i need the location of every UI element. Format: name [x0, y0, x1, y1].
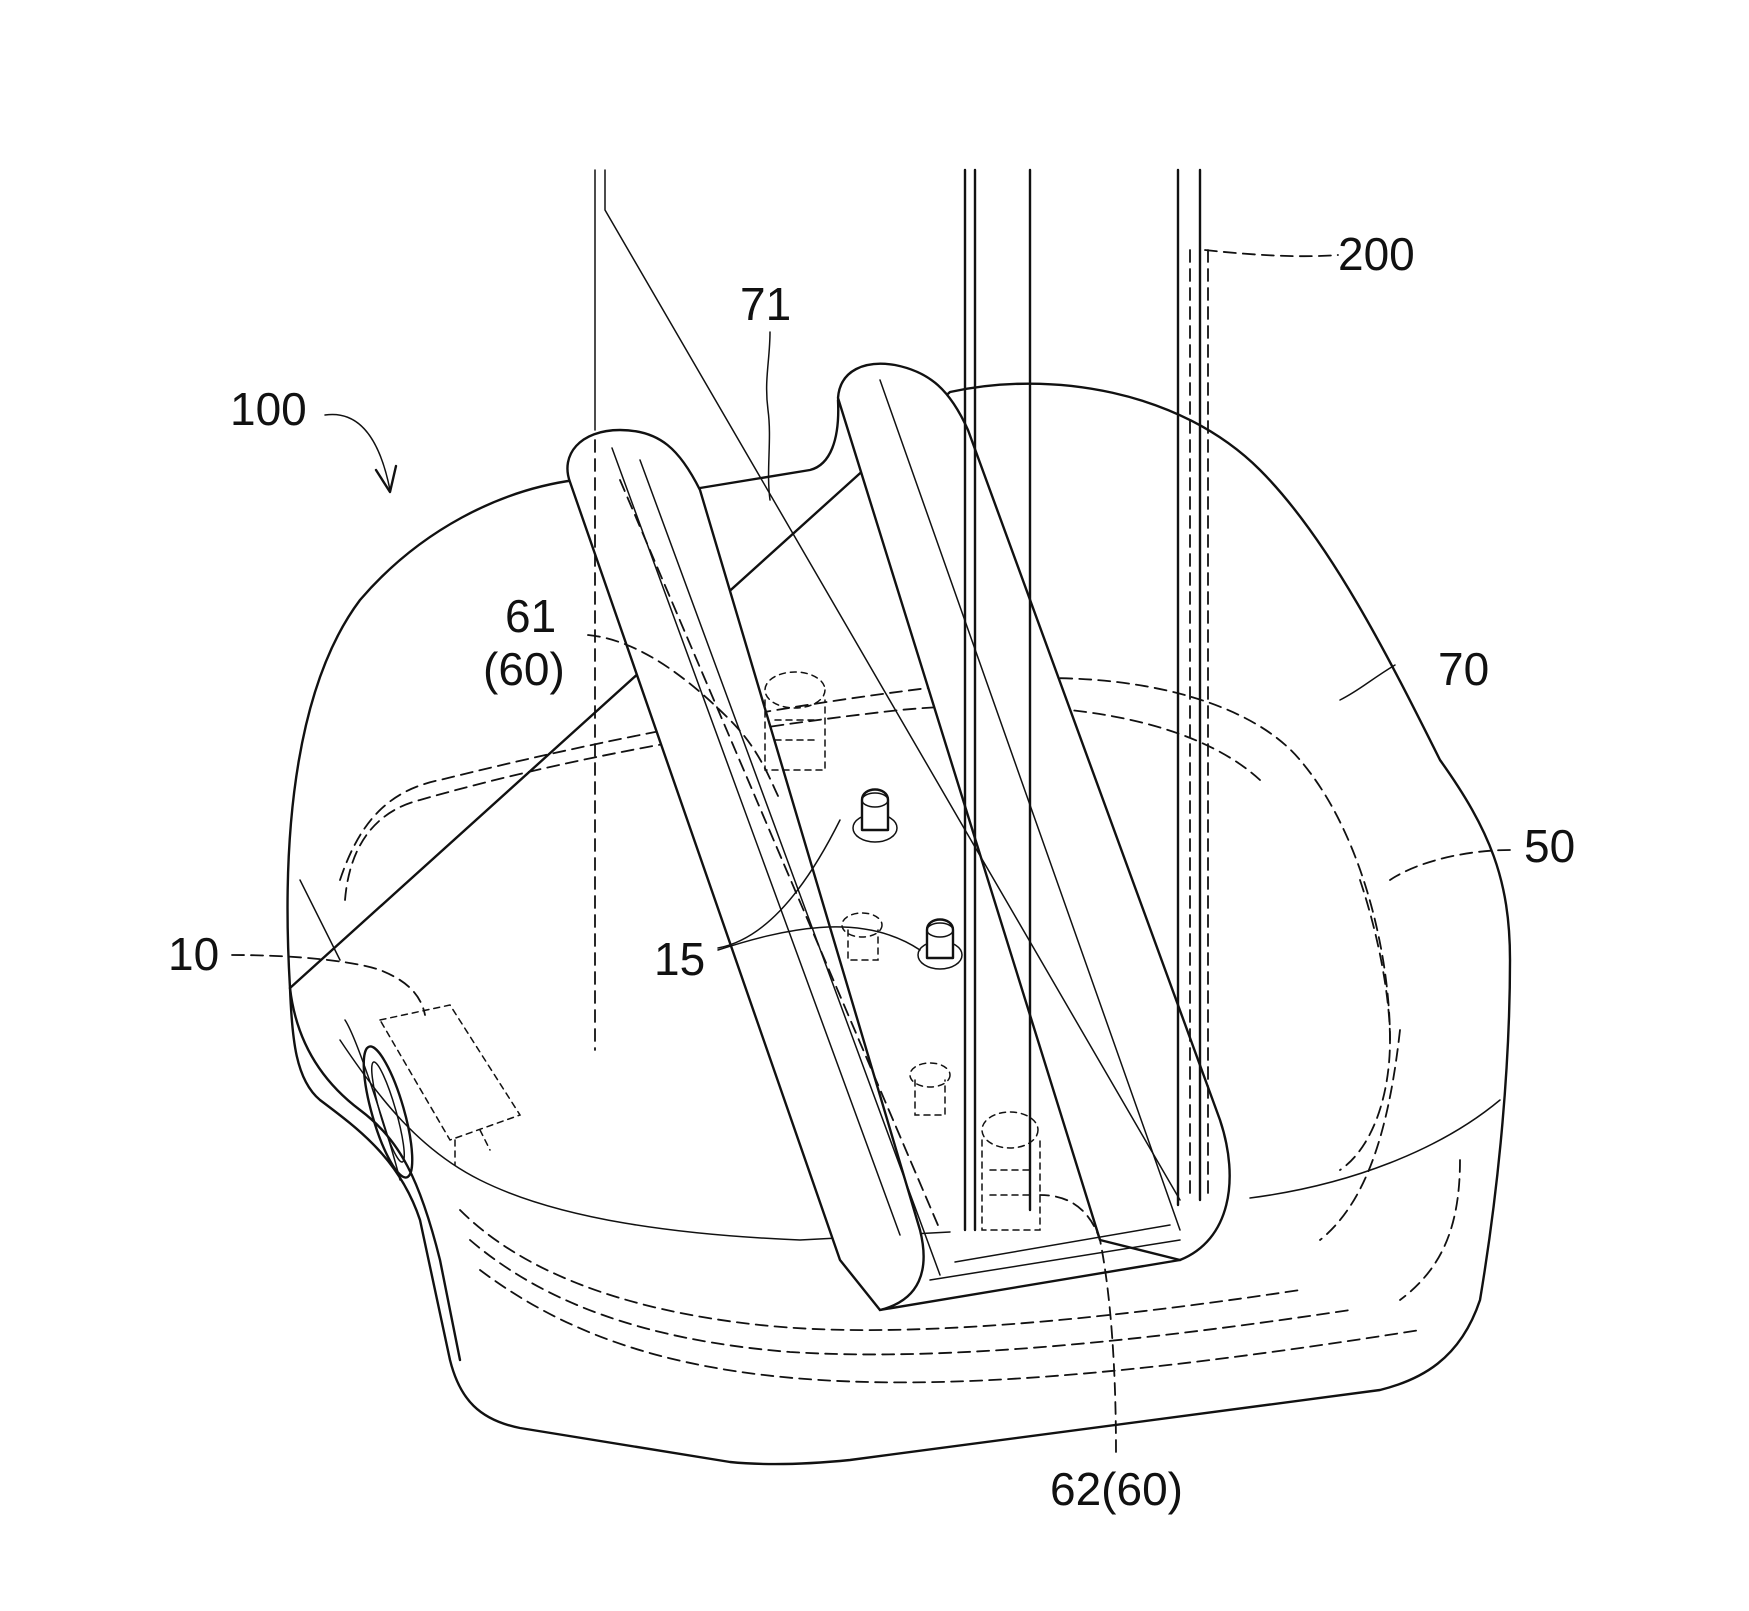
- pin-hidden-lower: [910, 1063, 950, 1115]
- slot-cradle: [567, 364, 1229, 1310]
- label-50: 50: [1524, 820, 1575, 872]
- pin-lower: [918, 920, 962, 970]
- sensor-62-hidden: [982, 1112, 1040, 1230]
- pin-hidden-upper: [842, 913, 882, 960]
- label-100: 100: [230, 383, 307, 435]
- leader-200: [1205, 250, 1338, 256]
- leader-10: [232, 955, 425, 1015]
- label-200: 200: [1338, 228, 1415, 280]
- label-62: 62(60): [1050, 1463, 1183, 1515]
- label-61: 61: [505, 590, 556, 642]
- label-15: 15: [654, 933, 705, 985]
- leader-70: [1340, 665, 1395, 700]
- label-71: 71: [740, 278, 791, 330]
- pin-upper: [853, 790, 897, 843]
- label-10: 10: [168, 928, 219, 980]
- label-61-group: (60): [483, 643, 565, 695]
- label-70: 70: [1438, 643, 1489, 695]
- leader-100-arrowhead: [376, 466, 396, 492]
- module-10: [300, 880, 520, 1182]
- leader-71: [767, 332, 770, 500]
